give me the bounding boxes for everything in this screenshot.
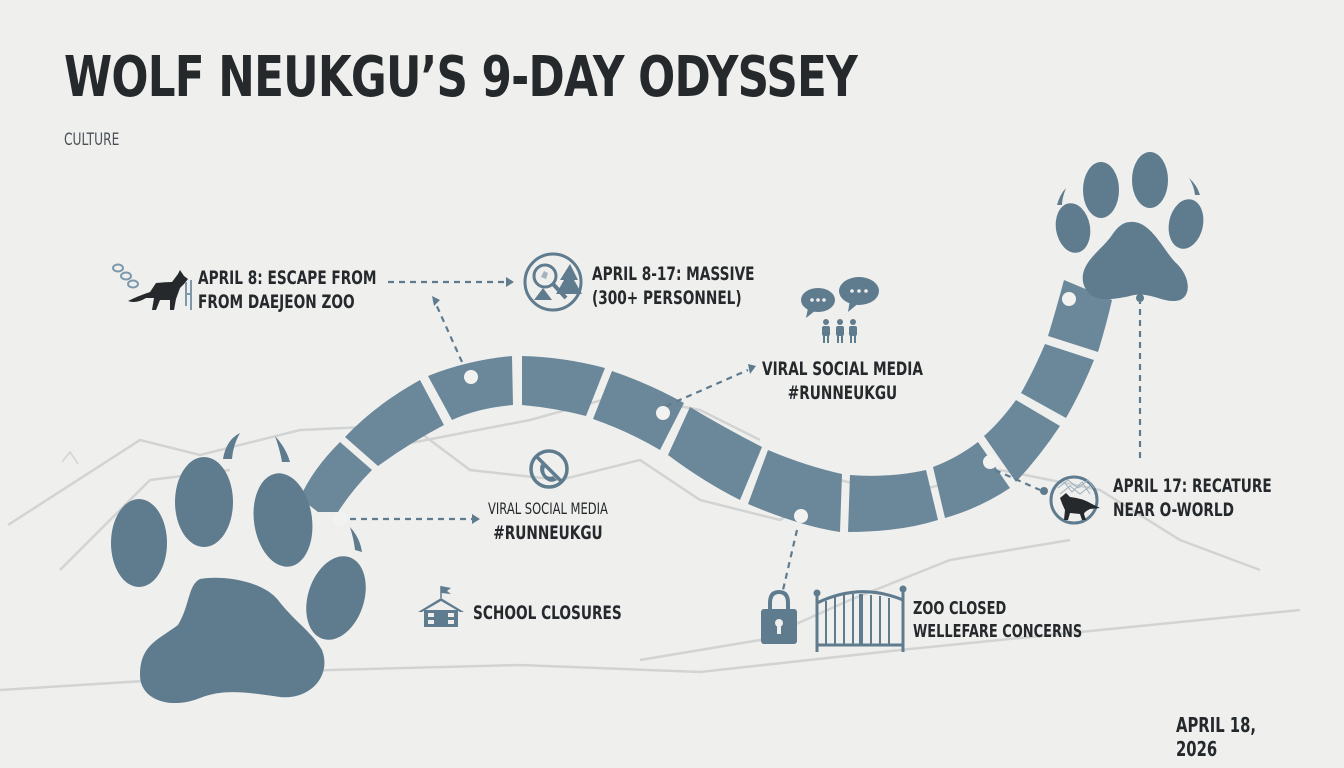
event-viral-lower-line2: #RUNNEUKGU bbox=[493, 522, 603, 545]
event-search-label: APRIL 8-17: MASSIVE (300+ PERSONNEL) bbox=[592, 263, 755, 311]
no-phone-icon bbox=[529, 449, 569, 489]
wolf-escape-chain-icon bbox=[112, 263, 192, 310]
school-icon bbox=[418, 586, 464, 627]
event-search-line1: APRIL 8-17: MASSIVE bbox=[592, 263, 755, 285]
connector-lines bbox=[350, 280, 1142, 591]
event-schools-line1: SCHOOL CLOSURES bbox=[473, 602, 622, 624]
event-recapture-line1: APRIL 17: RECATURE bbox=[1113, 475, 1272, 497]
search-forest-icon bbox=[523, 252, 583, 312]
event-recapture-line2: NEAR O-WORLD bbox=[1113, 498, 1234, 521]
event-escape-label: APRIL 8: ESCAPE FROM FROM DAEJEON ZOO bbox=[198, 267, 377, 315]
event-search-line2: (300+ PERSONNEL) bbox=[592, 286, 742, 309]
event-zoo-closed-label: ZOO CLOSED WELLEFARE CONCERNS bbox=[913, 598, 1082, 643]
timeline-nodes bbox=[333, 292, 1076, 526]
wolf-net-icon bbox=[1049, 475, 1100, 525]
timeline-path bbox=[300, 280, 1112, 532]
event-schools-label: SCHOOL CLOSURES bbox=[473, 602, 622, 626]
event-viral-lower-label: VIRAL SOCIAL MEDIA #RUNNEUKGU bbox=[488, 498, 608, 547]
event-viral-top-line2: #RUNNEUKGU bbox=[787, 381, 898, 404]
page-title: WOLF NEUKGU’S 9-DAY ODYSSEY bbox=[64, 45, 858, 110]
event-escape-line1: APRIL 8: ESCAPE FROM bbox=[198, 267, 377, 289]
paw-print-left-icon bbox=[111, 433, 366, 704]
event-zoo-closed-line1: ZOO CLOSED bbox=[913, 598, 1007, 619]
event-recapture-label: APRIL 17: RECATURE NEAR O-WORLD bbox=[1113, 475, 1272, 523]
paw-print-right-icon bbox=[1055, 152, 1204, 302]
chat-people-icon bbox=[801, 277, 879, 343]
connector-arrowheads bbox=[432, 277, 1144, 524]
event-viral-top-line1: VIRAL SOCIAL MEDIA bbox=[762, 358, 923, 380]
event-escape-line2: FROM DAEJEON ZOO bbox=[198, 290, 355, 313]
category-label: CULTURE bbox=[64, 130, 120, 150]
lock-gate-icon bbox=[761, 585, 907, 652]
event-viral-lower-line1: VIRAL SOCIAL MEDIA bbox=[488, 499, 608, 518]
event-zoo-closed-line2: WELLEFARE CONCERNS bbox=[913, 620, 1083, 642]
publish-date: APRIL 18, 2026 bbox=[1176, 713, 1257, 761]
event-viral-top-label: VIRAL SOCIAL MEDIA #RUNNEUKGU bbox=[762, 358, 923, 406]
